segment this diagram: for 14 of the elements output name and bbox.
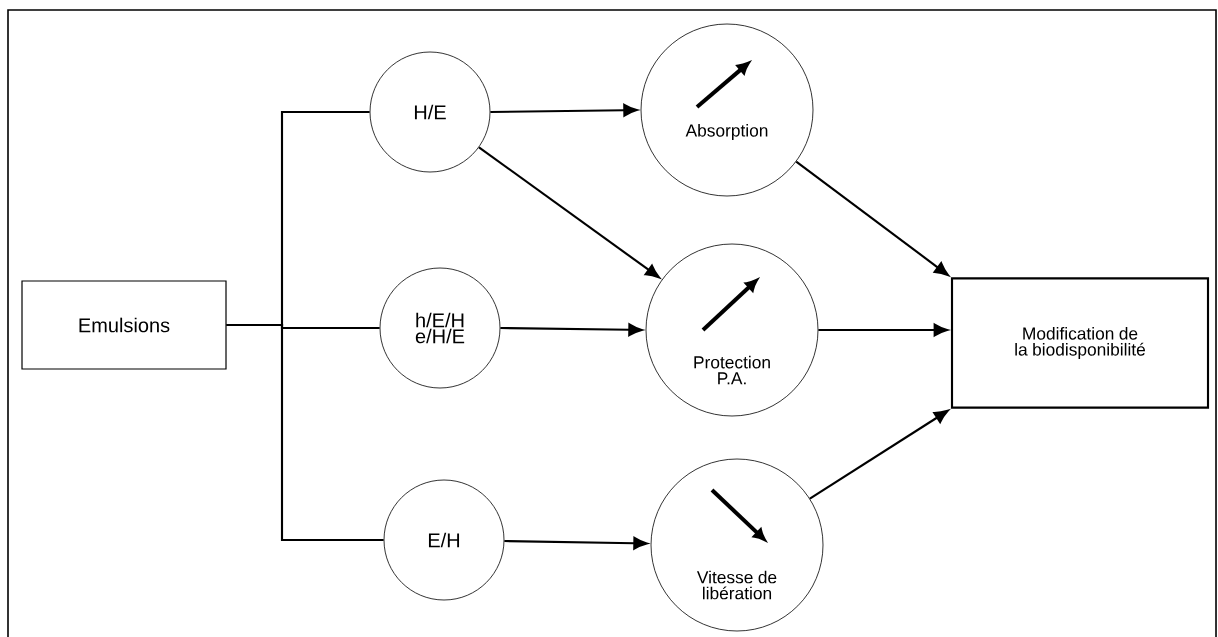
circle-node: H/E [369, 51, 491, 173]
process-box: Emulsions [21, 280, 227, 370]
arrow [490, 103, 638, 117]
circle-node: Vitesse de libération [650, 458, 824, 632]
arrow [818, 323, 949, 337]
arrow [478, 146, 660, 279]
arrow [795, 160, 949, 276]
arrow [500, 323, 643, 337]
process-box: Modification de la biodisponibilité [950, 277, 1210, 409]
circle-node: Absorption [640, 23, 814, 197]
circle-node: E/H [383, 479, 505, 601]
circle-node: h/E/H e/H/E [379, 267, 501, 389]
arrow [809, 409, 949, 500]
circle-node: Protection P.A. [645, 243, 819, 417]
